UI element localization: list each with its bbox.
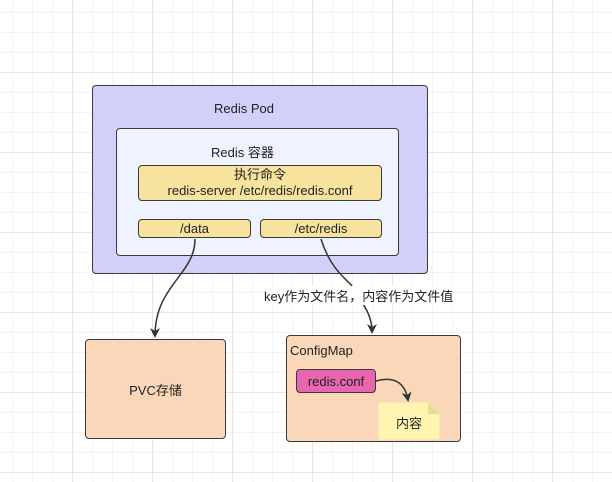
note-shape [378, 402, 440, 440]
configmap-key-label: redis.conf [307, 373, 365, 389]
data-mount-box: /data [138, 219, 251, 238]
pvc-storage-label: PVC存储 [129, 382, 182, 398]
configmap-key-box: redis.conf [296, 369, 376, 393]
command-box: 执行命令 redis-server /etc/redis/redis.conf [138, 165, 382, 201]
etc-redis-mount-box: /etc/redis [260, 219, 382, 238]
command-title: 执行命令 [233, 167, 286, 182]
data-to-pvc-edge [150, 238, 196, 338]
edge-label-key-file: key作为文件名，内容作为文件值 [263, 286, 455, 305]
configmap-value-note: 内容 [395, 415, 422, 431]
redis-container-label: Redis 容器 [211, 145, 274, 160]
pvc-storage-box: PVC存储 [85, 339, 226, 439]
data-mount-label: /data [180, 221, 209, 236]
command-text: redis-server /etc/redis/redis.conf [167, 183, 353, 198]
configmap-label: ConfigMap [290, 343, 353, 358]
redis-pod-label: Redis Pod [214, 101, 274, 116]
key-to-note-edge [375, 378, 412, 402]
etc-redis-mount-label: /etc/redis [294, 221, 348, 236]
